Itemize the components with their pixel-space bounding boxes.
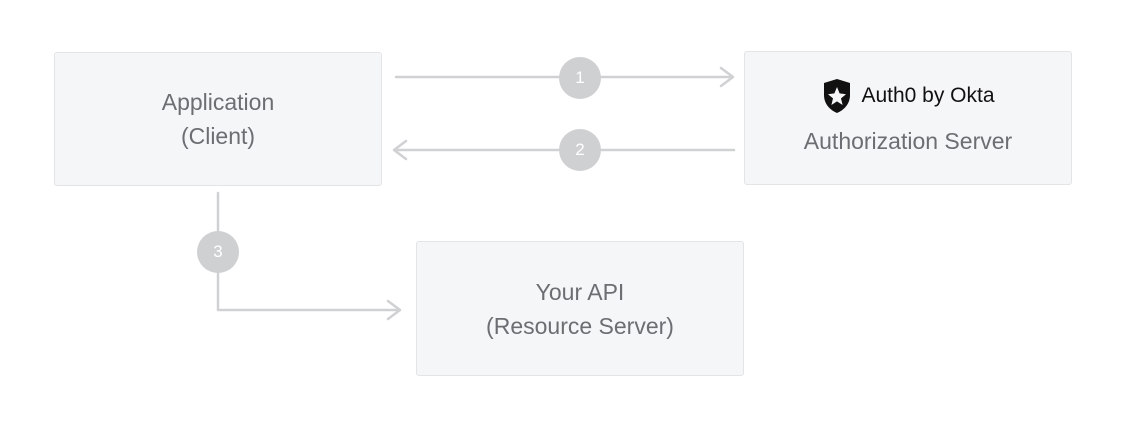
arrow-3-line	[216, 191, 400, 312]
step-badge-2: 2	[559, 129, 601, 171]
step-badge-3: 3	[197, 231, 239, 273]
client-title: Application	[161, 89, 275, 115]
client-subtitle: (Client)	[180, 123, 256, 149]
api-subtitle: (Resource Server)	[486, 312, 674, 339]
auth0-shield-icon	[824, 79, 851, 113]
arrow-3-head	[386, 299, 402, 321]
arrow-1-head	[719, 66, 735, 88]
resource-server-box: Your API (Resource Server)	[416, 241, 744, 376]
auth0-brand: Auth0 by Okta	[821, 78, 995, 114]
step-badge-1: 1	[559, 57, 601, 99]
client-application-box: Application (Client)	[54, 52, 382, 186]
brand-name: Auth0 by Okta	[861, 84, 995, 107]
api-title: Your API	[535, 278, 625, 305]
arrow-2-head	[392, 139, 408, 161]
authorization-server-box: Auth0 by Okta Authorization Server	[744, 51, 1072, 185]
authorization-server-label: Authorization Server	[803, 128, 1013, 154]
